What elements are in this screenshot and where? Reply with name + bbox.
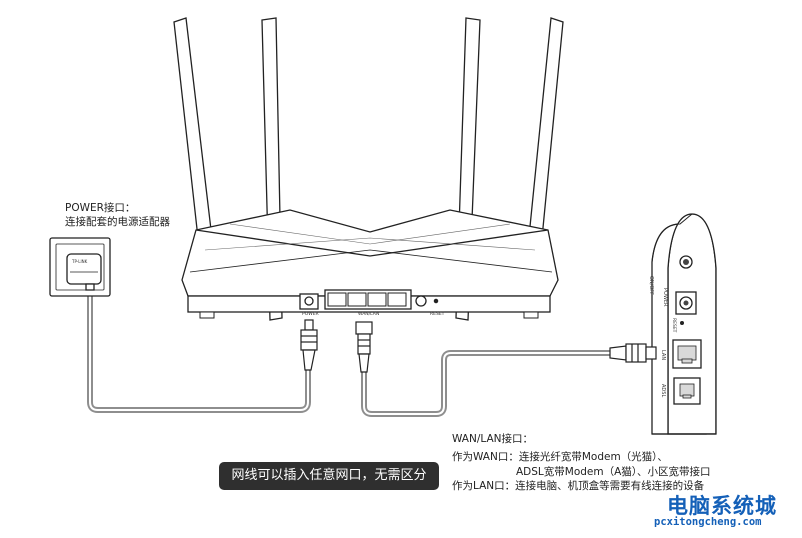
network-cable xyxy=(361,350,613,417)
router-wanlan-label: WAN/LAN xyxy=(358,312,380,317)
modem-adsl-label: ADSL xyxy=(660,384,666,398)
modem-reset-button xyxy=(680,321,684,325)
router-power-label: POWER xyxy=(302,312,319,317)
cables xyxy=(87,282,613,417)
modem-reset-label: RESET xyxy=(671,318,676,333)
watermark-title: 电脑系统城 xyxy=(667,494,777,518)
wanlan-lan-desc: 作为LAN口：连接电脑、机顶盒等需要有线连接的设备 xyxy=(452,480,705,492)
router-network-plug xyxy=(355,321,373,373)
note-banner: 网线可以插入任意网口，无需区分 xyxy=(219,462,439,490)
router xyxy=(173,17,564,321)
router-power-plug xyxy=(300,319,318,371)
wanlan-wan-desc: 作为WAN口：连接光纤宽带Modem（光猫）、 xyxy=(452,451,668,463)
adapter-brand-label: TP-LINK xyxy=(72,259,88,264)
wanlan-port-title: WAN/LAN接口： xyxy=(452,433,534,445)
power-port-desc: 连接配套的电源适配器 xyxy=(65,216,170,228)
power-port-title: POWER接口： xyxy=(65,202,136,214)
router-power-port xyxy=(299,293,319,310)
modem xyxy=(651,213,717,435)
modem-lan-label: LAN xyxy=(660,350,666,361)
router-reset-label: RESET xyxy=(430,312,445,317)
modem-onoff-label: ON/OFF xyxy=(648,276,654,296)
wall-outlet xyxy=(49,237,111,297)
modem-network-plug xyxy=(609,343,657,363)
wanlan-wan-desc-cont: ADSL宽带Modem（A猫）、小区宽带接口 xyxy=(516,466,711,478)
modem-power-label: POWER xyxy=(662,288,668,307)
router-wanlan-ports xyxy=(324,289,412,310)
watermark-url: pcxitongcheng.com xyxy=(654,516,762,528)
router-reset-button xyxy=(415,295,427,307)
power-adapter xyxy=(66,253,102,285)
router-body xyxy=(181,209,559,297)
